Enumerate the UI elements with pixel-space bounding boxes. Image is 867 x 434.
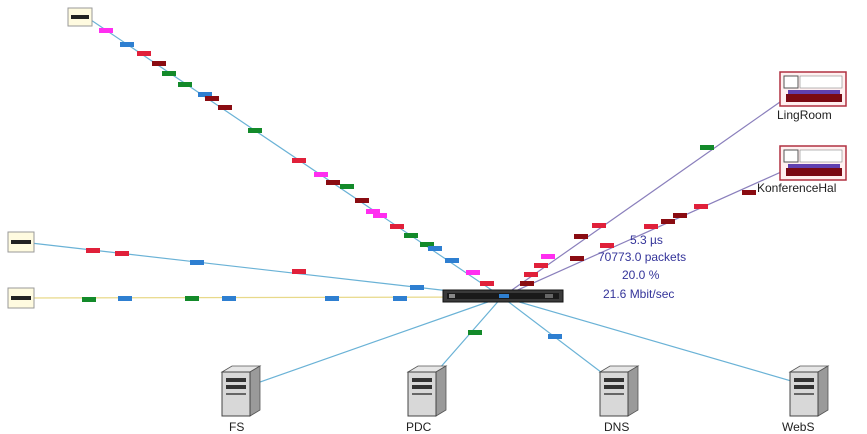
packet xyxy=(445,258,459,263)
node-label-dns: DNS xyxy=(604,420,630,434)
packet xyxy=(410,285,424,290)
stat-utilization: 20.0 % xyxy=(622,268,660,282)
packet xyxy=(198,92,212,97)
packets xyxy=(82,28,756,339)
server-icon[interactable] xyxy=(406,365,448,417)
packet xyxy=(420,242,434,247)
workstation-icon[interactable] xyxy=(67,7,93,27)
packet xyxy=(480,281,494,286)
packet xyxy=(115,251,129,256)
packet xyxy=(574,234,588,239)
packet xyxy=(86,248,100,253)
switch-icon[interactable] xyxy=(442,289,564,303)
packet xyxy=(314,172,328,177)
packet xyxy=(428,246,442,251)
workstation-icon[interactable] xyxy=(7,287,35,309)
packet xyxy=(248,128,262,133)
stat-packets: 70773.0 packets xyxy=(598,250,687,264)
packet xyxy=(570,256,584,261)
packet xyxy=(520,281,534,286)
packet xyxy=(82,297,96,302)
node-label-konferencehall: KonferenceHal xyxy=(757,181,837,195)
link-dns xyxy=(501,296,619,386)
packet xyxy=(393,296,407,301)
node-label-fs: FS xyxy=(229,420,245,434)
packet xyxy=(548,334,562,339)
packet xyxy=(673,213,687,218)
server-icon[interactable] xyxy=(220,365,262,417)
stat-delay: 5.3 µs xyxy=(630,233,663,247)
packet xyxy=(292,158,306,163)
packet xyxy=(152,61,166,66)
packet xyxy=(222,296,236,301)
packet xyxy=(355,198,369,203)
packet xyxy=(534,263,548,268)
workstation-icon[interactable] xyxy=(7,231,35,253)
packet xyxy=(178,82,192,87)
packet xyxy=(468,330,482,335)
packet xyxy=(592,223,606,228)
packet xyxy=(326,180,340,185)
packet xyxy=(524,272,538,277)
link-konferencehall xyxy=(501,167,791,298)
packet xyxy=(185,296,199,301)
packet xyxy=(120,42,134,47)
packet xyxy=(466,270,480,275)
packet xyxy=(340,184,354,189)
packet xyxy=(644,224,658,229)
stat-throughput: 21.6 Mbit/sec xyxy=(603,287,675,301)
packet xyxy=(366,209,380,214)
packet xyxy=(205,96,219,101)
packet xyxy=(404,233,418,238)
node-label-lingroom: LingRoom xyxy=(777,108,832,122)
packet xyxy=(694,204,708,209)
server-icon[interactable] xyxy=(598,365,640,417)
packet xyxy=(325,296,339,301)
packet xyxy=(390,224,404,229)
packet xyxy=(661,219,675,224)
packet xyxy=(742,190,756,195)
server-icon[interactable] xyxy=(788,365,830,417)
packet xyxy=(190,260,204,265)
link-fs xyxy=(242,296,503,389)
packet xyxy=(99,28,113,33)
room-icon[interactable] xyxy=(779,145,847,181)
node-label-webs: WebS xyxy=(782,420,815,434)
packet xyxy=(137,51,151,56)
packet xyxy=(118,296,132,301)
link-lingroom xyxy=(501,94,791,298)
packet xyxy=(162,71,176,76)
link-webs xyxy=(501,296,806,386)
packet xyxy=(541,254,555,259)
node-label-pdc: PDC xyxy=(406,420,432,434)
link-left-workstation-lower xyxy=(21,296,503,299)
packet xyxy=(373,213,387,218)
room-icon[interactable] xyxy=(779,71,847,107)
packet xyxy=(600,243,614,248)
packet xyxy=(700,145,714,150)
links xyxy=(21,17,806,389)
link-top-workstation xyxy=(87,17,503,298)
packet xyxy=(292,269,306,274)
packet xyxy=(218,105,232,110)
